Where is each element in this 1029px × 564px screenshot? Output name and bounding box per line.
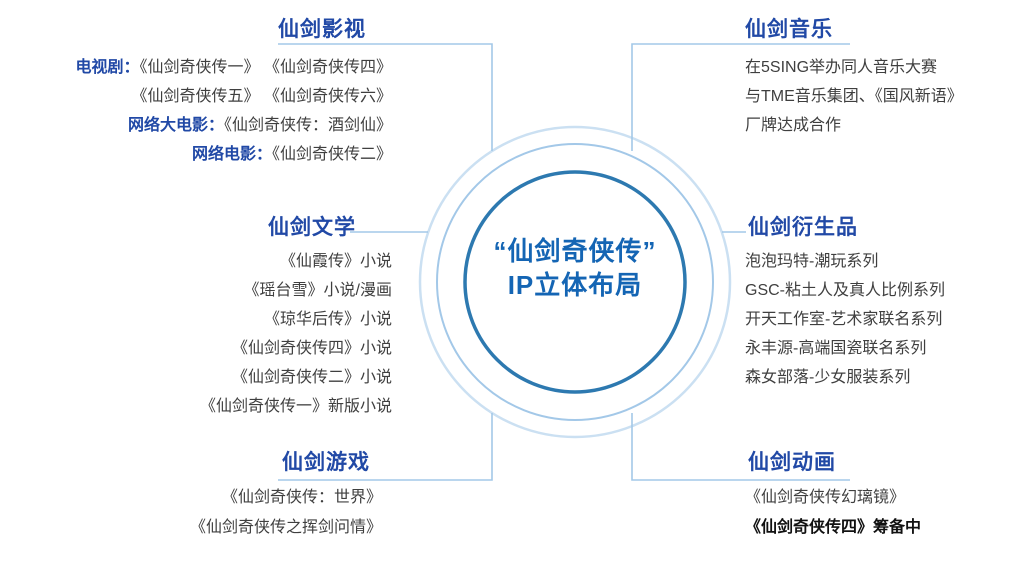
connector-animation-line — [631, 413, 850, 481]
derivatives-line: 泡泡玛特-潮玩系列 — [745, 253, 879, 270]
section-title-music: 仙剑音乐 — [745, 18, 833, 41]
section-title-derivatives: 仙剑衍生品 — [748, 216, 858, 239]
games-lines: 《仙剑奇侠传：世界》 《仙剑奇侠传之挥剑问情》 — [10, 483, 382, 543]
outer-ring — [418, 125, 732, 439]
games-line: 《仙剑奇侠传之挥剑问情》 — [189, 519, 382, 536]
connector-games-line — [278, 413, 493, 481]
center-title: “仙剑奇侠传” IP立体布局 — [445, 234, 705, 302]
literature-line: 《琼华后传》小说 — [263, 311, 392, 328]
film-lines: 电视剧：《仙剑奇侠传一》 《仙剑奇侠传四》 《仙剑奇侠传五》 《仙剑奇侠传六》 … — [10, 53, 392, 169]
literature-line: 《瑶台雪》小说/漫画 — [243, 282, 392, 299]
music-line: 与TME音乐集团、《国风新语》 — [745, 88, 963, 105]
middle-ring — [436, 143, 714, 421]
animation-line: 《仙剑奇侠传幻璃镜》 — [745, 489, 906, 506]
derivatives-line: 开天工作室-艺术家联名系列 — [745, 311, 943, 328]
center-title-line2: IP立体布局 — [507, 270, 643, 300]
film-line-label: 电视剧： — [75, 59, 140, 76]
film-line: 网络大电影：《仙剑奇侠传：酒剑仙》 — [10, 111, 392, 140]
animation-lines: 《仙剑奇侠传幻璃镜》 《仙剑奇侠传四》筹备中 — [745, 483, 921, 543]
derivatives-lines: 泡泡玛特-潮玩系列 GSC-粘土人及真人比例系列 开天工作室-艺术家联名系列 永… — [745, 247, 945, 392]
music-line: 在5SING举办同人音乐大赛 — [745, 59, 938, 76]
derivatives-line: 森女部落-少女服装系列 — [745, 369, 911, 386]
connector-music-line — [631, 43, 850, 151]
film-line: 《仙剑奇侠传五》 《仙剑奇侠传六》 — [10, 82, 392, 111]
derivatives-line: GSC-粘土人及真人比例系列 — [745, 282, 946, 299]
film-line-label: 网络电影： — [191, 146, 272, 163]
film-line-text: 《仙剑奇侠传：酒剑仙》 — [223, 117, 392, 134]
section-title-games: 仙剑游戏 — [282, 451, 370, 474]
section-title-animation: 仙剑动画 — [748, 451, 836, 474]
film-line-text: 《仙剑奇侠传一》 《仙剑奇侠传四》 — [139, 59, 392, 76]
literature-lines: 《仙霞传》小说 《瑶台雪》小说/漫画 《琼华后传》小说 《仙剑奇侠传四》小说 《… — [10, 247, 392, 421]
literature-line: 《仙剑奇侠传四》小说 — [231, 340, 392, 357]
film-line-text: 《仙剑奇侠传五》 《仙剑奇侠传六》 — [131, 88, 392, 105]
film-line: 网络电影：《仙剑奇侠传二》 — [10, 140, 392, 169]
literature-line: 《仙霞传》小说 — [279, 253, 392, 270]
music-line: 厂牌达成合作 — [745, 117, 842, 134]
center-title-line1: “仙剑奇侠传” — [493, 236, 657, 266]
inner-circle — [463, 170, 687, 394]
section-title-literature: 仙剑文学 — [268, 216, 356, 239]
derivatives-line: 永丰源-高端国瓷联名系列 — [745, 340, 927, 357]
film-line-text: 《仙剑奇侠传二》 — [271, 146, 392, 163]
connector-film-line — [278, 43, 493, 151]
literature-line: 《仙剑奇侠传一》新版小说 — [199, 398, 392, 415]
section-title-film: 仙剑影视 — [278, 18, 366, 41]
animation-line: 《仙剑奇侠传四》筹备中 — [745, 519, 922, 536]
games-line: 《仙剑奇侠传：世界》 — [221, 489, 382, 506]
music-lines: 在5SING举办同人音乐大赛 与TME音乐集团、《国风新语》 厂牌达成合作 — [745, 53, 963, 140]
film-line: 电视剧：《仙剑奇侠传一》 《仙剑奇侠传四》 — [10, 53, 392, 82]
literature-line: 《仙剑奇侠传二》小说 — [231, 369, 392, 386]
film-line-label: 网络大电影： — [127, 117, 224, 134]
